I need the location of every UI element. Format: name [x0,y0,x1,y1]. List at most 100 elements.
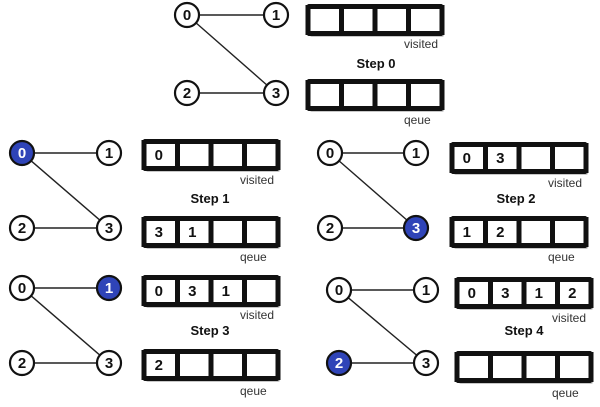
node-circle [8,349,36,377]
node-circle [8,274,36,302]
queue-caption: qeue [548,250,575,264]
visited-array-divider [588,278,594,308]
graph-node-0: 0 [8,139,36,167]
visited-array-divider [521,278,527,308]
node-label: 2 [18,220,26,237]
visited-cell-value: 3 [496,150,504,167]
visited-array-divider [449,143,455,173]
visited-caption: visited [404,37,438,51]
visited-cell-value: 2 [568,285,576,302]
current-node-circle [325,349,353,377]
node-circle [316,139,344,167]
queue-cell-value: 3 [155,224,163,241]
graph-node-3: 3 [402,214,430,242]
graph-node-3: 3 [95,349,123,377]
graph-node-1: 1 [262,1,290,29]
queue-caption: qeue [404,113,431,127]
visited-cell-value: 0 [155,147,163,164]
node-circle [262,1,290,29]
visited-array-divider [175,276,180,306]
visited-array-divider [208,276,214,306]
node-circle [173,79,201,107]
visited-array-divider [406,5,411,35]
node-label: 0 [335,282,343,299]
graph-node-2: 2 [173,79,201,107]
queue-array-divider [208,217,214,247]
graph-node-3: 3 [262,79,290,107]
queue-array-divider [275,217,281,247]
queue-array-divider [175,217,180,247]
queue-caption: qeue [240,250,267,264]
edge-0-3 [347,297,418,356]
visited-array-divider [141,140,147,170]
queue-array-divider [439,80,445,110]
node-label: 3 [105,355,113,372]
graph-node-2: 2 [325,349,353,377]
queue-cell-value: 1 [188,224,196,241]
queue-array [305,79,445,112]
visited-array-divider [275,276,281,306]
edge-0-3 [30,160,101,221]
visited-array: 0 [141,139,281,172]
graph-node-0: 0 [316,139,344,167]
queue-array-divider [339,80,344,110]
edge-0-3 [195,22,268,86]
node-label: 1 [105,280,113,297]
node-label: 1 [105,145,113,162]
graph-node-2: 2 [8,349,36,377]
visited-caption: visited [240,308,274,322]
visited-cell-value: 3 [501,285,509,302]
visited-array-divider [550,143,555,173]
node-label: 3 [422,355,430,372]
node-label: 2 [335,355,343,372]
queue-array-divider [208,350,214,380]
graph-node-0: 0 [8,274,36,302]
step-title: Step 3 [190,323,229,338]
visited-cell-value: 0 [155,283,163,300]
queue-array-divider [516,217,522,247]
visited-array [305,4,445,37]
visited-array-divider [483,143,488,173]
visited-array-divider [208,140,214,170]
node-circle [412,276,440,304]
queue-array-divider [141,217,147,247]
node-label: 0 [183,7,191,24]
node-circle [95,139,123,167]
queue-array [454,351,594,384]
queue-array-divider [175,350,180,380]
step-title: Step 1 [190,191,229,206]
current-node-circle [8,139,36,167]
visited-array-divider [242,140,247,170]
visited-caption: visited [548,176,582,190]
node-label: 2 [18,355,26,372]
node-label: 0 [18,280,26,297]
step-title: Step 2 [496,191,535,206]
visited-caption: visited [552,311,586,325]
visited-array-divider [275,140,281,170]
step-panel-0: 0 1 2 3 visited qeue Step 0 [173,1,445,127]
node-label: 3 [105,220,113,237]
node-label: 3 [412,220,420,237]
step-title: Step 0 [356,56,395,71]
queue-array-divider [555,352,560,382]
graph-node-1: 1 [95,274,123,302]
visited-cell-value: 1 [535,285,543,302]
node-label: 2 [183,85,191,102]
queue-array-divider [372,80,378,110]
node-label: 3 [272,85,280,102]
node-circle [262,79,290,107]
graph-node-1: 1 [402,139,430,167]
node-circle [325,276,353,304]
graph-node-3: 3 [412,349,440,377]
current-node-circle [402,214,430,242]
visited-array-divider [516,143,522,173]
edge-0-3 [338,160,408,221]
node-label: 0 [326,145,334,162]
